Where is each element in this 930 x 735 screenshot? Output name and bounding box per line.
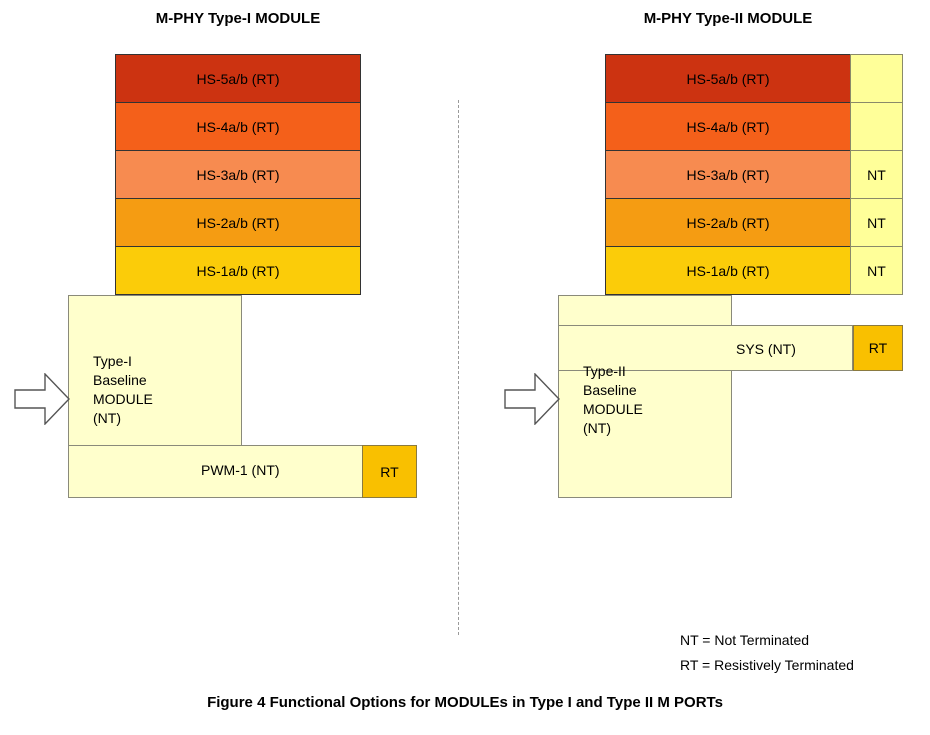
hs-row: HS-1a/b (RT) — [605, 246, 851, 295]
baseline-module-seam-type-i — [69, 446, 241, 497]
hs-termination-cell — [850, 54, 903, 103]
baseline-module-seam-type-ii — [559, 326, 731, 370]
module-title-type-i: M-PHY Type-I MODULE — [155, 10, 321, 27]
hs-row: HS-2a/b (RT) — [115, 198, 361, 247]
hs-termination-cell: NT — [850, 198, 903, 247]
hs-row: HS-1a/b (RT) — [115, 246, 361, 295]
hs-termination-cell: NT — [850, 150, 903, 199]
hs-row: HS-2a/b (RT) — [605, 198, 851, 247]
terminator-block-type-i: RT — [362, 445, 417, 498]
hs-row: HS-4a/b (RT) — [115, 102, 361, 151]
hs-row: HS-4a/b (RT) — [605, 102, 851, 151]
hs-termination-cell: NT — [850, 246, 903, 295]
module-title-type-ii: M-PHY Type-II MODULE — [643, 10, 813, 27]
hs-row: HS-3a/b (RT) — [605, 150, 851, 199]
terminator-block-type-ii: RT — [853, 325, 903, 371]
hs-termination-cell — [850, 102, 903, 151]
baseline-module-label-type-ii: Type-II Baseline MODULE (NT) — [583, 363, 643, 436]
baseline-arm-label-type-i: PWM-1 (NT) — [201, 462, 280, 478]
baseline-arm-label-type-ii: SYS (NT) — [736, 341, 796, 357]
hs-row: HS-3a/b (RT) — [115, 150, 361, 199]
input-arrow-type-i — [14, 373, 70, 425]
legend-terminations: NT = Not Terminated RT = Resistively Ter… — [680, 632, 854, 673]
hs-row: HS-5a/b (RT) — [115, 54, 361, 103]
input-arrow-type-ii — [504, 373, 560, 425]
baseline-module-label-type-i: Type-I Baseline MODULE (NT) — [93, 353, 153, 426]
figure-caption: Figure 4 Functional Options for MODULEs … — [207, 694, 723, 711]
panel-divider — [458, 100, 459, 635]
hs-row: HS-5a/b (RT) — [605, 54, 851, 103]
